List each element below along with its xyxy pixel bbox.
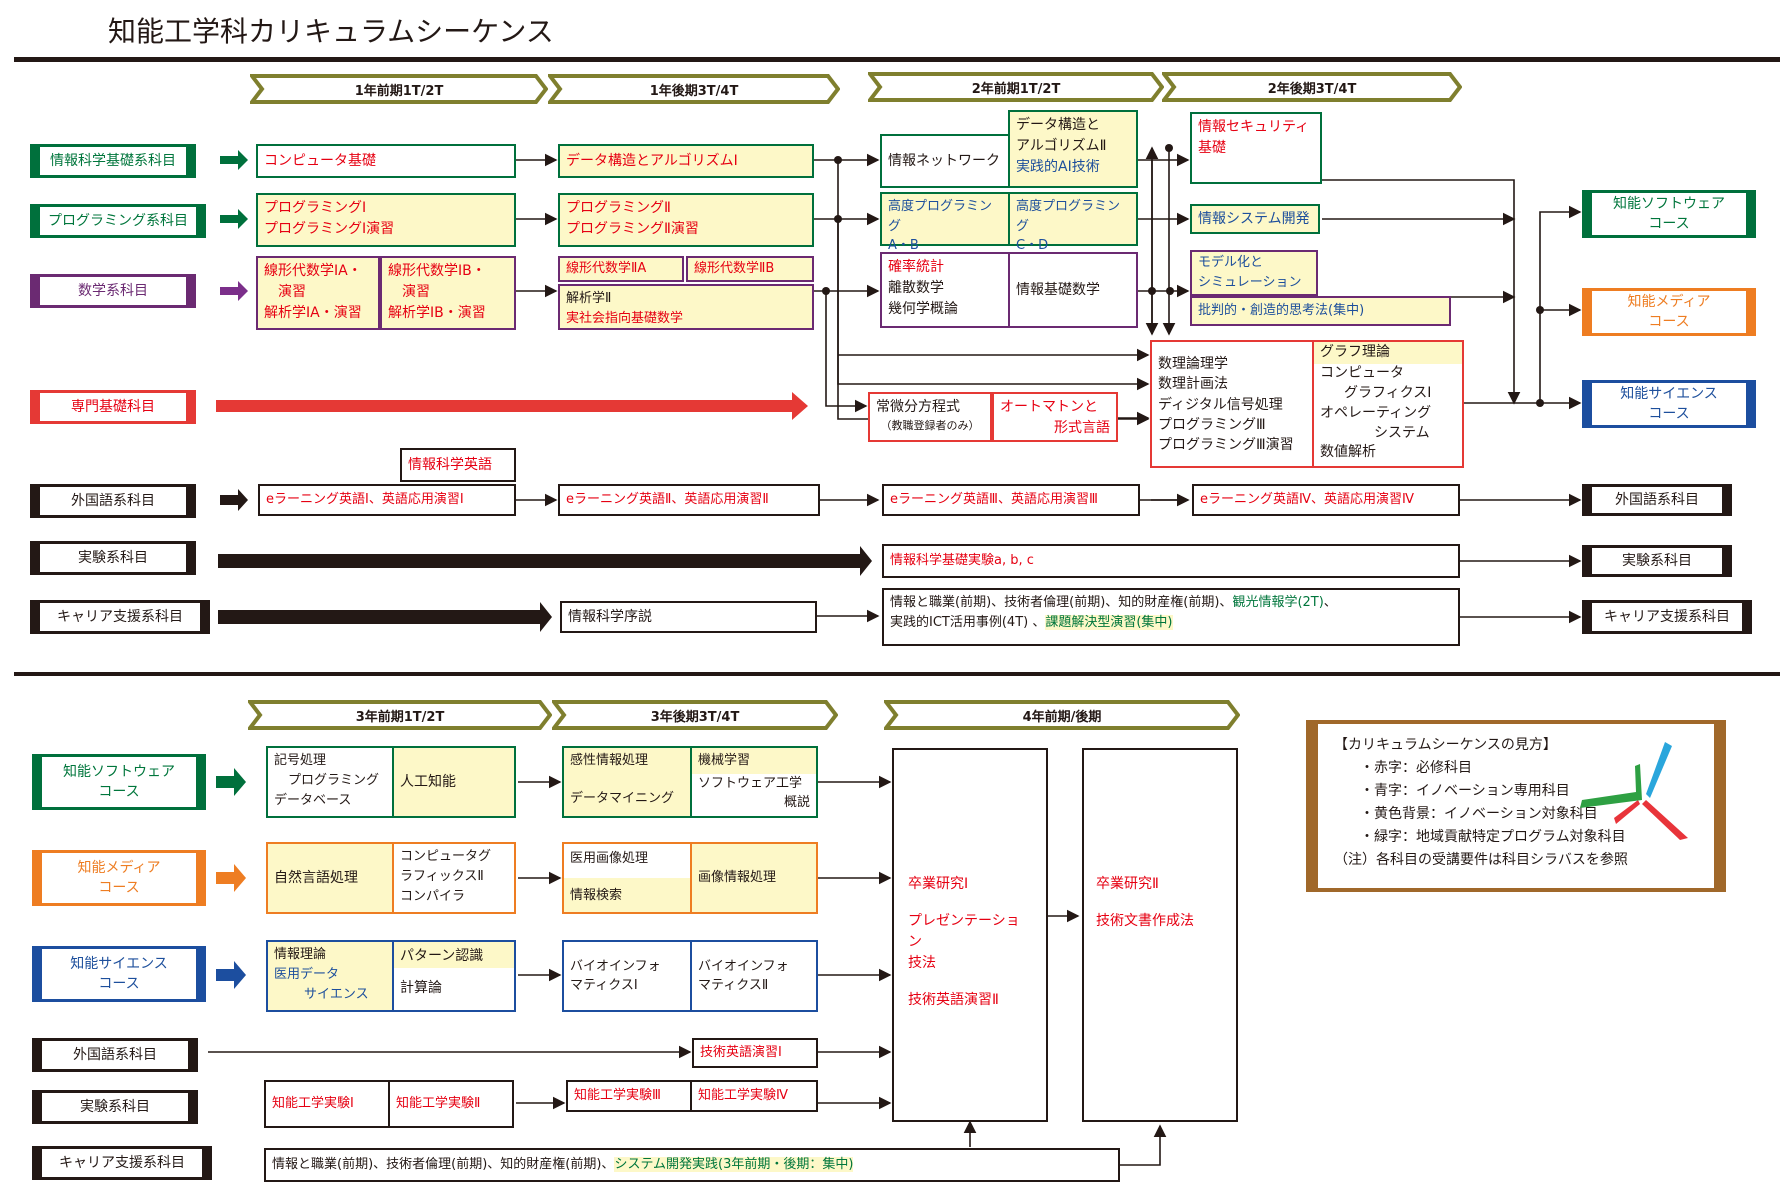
period-chevron: 2年前期1T/2T [868,72,1164,102]
course-ode[interactable]: 常微分方程式 （教職登録者のみ） [868,392,992,442]
legend-item: ・赤字：必修科目 [1360,760,1472,777]
category-foreign-lang: 外国語系科目 [30,484,196,518]
period-chevron: 3年前期1T/2T [248,700,552,730]
legend-panel: 【カリキュラムシーケンスの見方】 ・赤字：必修科目 ・青字：イノベーション専用科… [1306,720,1726,892]
period-chevron: 3年後期3T/4T [552,700,838,730]
category-experiment: 実験系科目 [30,541,196,575]
arrow [1118,1124,1167,1166]
period-chevron: 1年後期3T/4T [548,74,840,104]
course-info-theory[interactable]: 情報理論 医用データ サイエンス [266,940,394,1012]
course-cg2-compiler[interactable]: コンピュータグ ラフィックスⅡ コンパイラ [392,842,516,914]
course-category-science: 知能サイエンスコース [32,946,206,1002]
course-linear-algebra-1b[interactable]: 線形代数学ⅠB・ 演習 解析学ⅠB・演習 [380,256,516,330]
divider-middle [14,672,1780,676]
course-bioinformatics-2[interactable]: バイオインフォ マティクスⅡ [690,940,818,1012]
divider-top [14,57,1780,62]
course-math-2f[interactable]: 確率統計 離散数学 幾何学概論 [880,252,1010,328]
course-career-3[interactable]: 情報と職業(前期)、技術者倫理(前期)、知的財産権(前期)、システム開発実践(3… [264,1148,1120,1182]
course-linear-algebra-1a[interactable]: 線形代数学ⅠA・ 演習 解析学ⅠA・演習 [256,256,380,330]
course-kansei-datamining[interactable]: 感性情報処理 データマイニング [562,746,692,818]
course-elearning-4[interactable]: eラーニング英語Ⅳ、英語応用演習Ⅳ [1192,484,1460,516]
period-chevron: 4年前期/後期 [884,700,1240,730]
course-category-media: 知能メディアコース [32,850,206,906]
course-elearning-3[interactable]: eラーニング英語Ⅲ、英語応用演習Ⅲ [882,484,1140,516]
category-specialty-basic: 専門基礎科目 [30,390,196,424]
category-math: 数学系科目 [30,274,196,308]
course-pattern-computation[interactable]: パターン認識 計算論 [392,940,516,1012]
course-analysis-2[interactable]: 解析学Ⅱ 実社会指向基礎数学 [558,284,814,330]
course-info-math[interactable]: 情報基礎数学 [1008,252,1138,328]
category-programming: プログラミング系科目 [30,204,206,238]
logo-icon [1580,742,1688,840]
course-programming-1[interactable]: プログラミングⅠ プログラミングⅠ演習 [256,193,516,247]
course-tech-english-1[interactable]: 技術英語演習Ⅰ [692,1038,818,1068]
legend-item: ・青字：イノベーション専用科目 [1360,783,1570,800]
course-ai[interactable]: 人工知能 [392,746,516,818]
category-info-basic: 情報科学基礎系科目 [30,144,196,178]
page-title: 知能工学科カリキュラムシーケンス [108,15,554,48]
output-science-course: 知能サイエンスコース [1582,380,1756,428]
category-arrow [220,281,248,301]
course-basic-experiment[interactable]: 情報科学基礎実験a, b, c [882,544,1460,578]
course-image-processing[interactable]: 画像情報処理 [690,842,818,914]
category-arrow [216,864,246,892]
course-computer-basics[interactable]: コンピュータ基礎 [256,144,516,178]
legend-item: ・黄色背景：イノベーション対象科目 [1360,806,1598,823]
category-foreign-lang-bottom: 外国語系科目 [32,1038,198,1072]
category-arrow [220,489,248,511]
course-ds-algo-1[interactable]: データ構造とアルゴリズムⅠ [558,144,814,178]
period-chevron: 1年前期1T/2T [250,74,548,104]
course-exp-1[interactable]: 知能工学実験Ⅰ [264,1080,390,1128]
course-med-image-ir[interactable]: 医用画像処理 情報検索 [562,842,692,914]
course-elearning-2[interactable]: eラーニング英語Ⅱ、英語応用演習Ⅱ [558,484,820,516]
course-adv-prog-ab[interactable]: 高度プログラミング A・B [880,192,1010,253]
course-exp-3[interactable]: 知能工学実験Ⅲ [566,1080,692,1112]
course-info-system-dev[interactable]: 情報システム開発 [1190,204,1320,234]
output-experiment: 実験系科目 [1582,545,1732,577]
course-elearning-1[interactable]: eラーニング英語Ⅰ、英語応用演習Ⅰ [258,484,516,516]
arrow [825,291,868,413]
course-info-network[interactable]: 情報ネットワーク [880,134,1010,188]
course-career-2[interactable]: 情報と職業(前期)、技術者倫理(前期)、知的財産権(前期)、観光情報学(2T)、… [882,588,1460,646]
category-career: キャリア支援系科目 [30,600,210,634]
course-automata[interactable]: オートマトンと 形式言語 [992,392,1118,442]
course-nlp[interactable]: 自然言語処理 [266,842,394,914]
course-programming-2[interactable]: プログラミングⅡ プログラミングⅡ演習 [558,193,814,247]
course-adv-prog-cd[interactable]: 高度プログラミング C・D [1008,192,1138,253]
output-foreign-lang: 外国語系科目 [1582,484,1732,516]
category-arrow [216,392,808,420]
period-chevron: 2年後期3T/4T [1162,72,1462,102]
course-exp-4[interactable]: 知能工学実験Ⅳ [690,1080,818,1112]
course-info-english[interactable]: 情報科学英語 [400,448,516,482]
output-media-course: 知能メディアコース [1582,288,1756,336]
category-arrow [218,602,552,632]
course-group-2b-left[interactable]: 数理論理学 数理計画法 ディジタル信号処理 プログラミングⅢ プログラミングⅢ演… [1150,340,1314,468]
course-intro-info-science[interactable]: 情報科学序説 [560,601,817,633]
course-symbolic-db[interactable]: 記号処理 プログラミング データベース [266,746,394,818]
course-bioinformatics-1[interactable]: バイオインフォ マティクスⅠ [562,940,692,1012]
course-ml-se[interactable]: 機械学習 ソフトウェア工学 概説 [690,746,818,818]
course-critical-thinking[interactable]: 批判的・創造的思考法(集中) [1190,296,1451,326]
output-career: キャリア支援系科目 [1582,600,1752,634]
arrow [1539,205,1582,403]
course-category-software: 知能ソフトウェアコース [32,754,206,810]
output-software-course: 知能ソフトウェアコース [1582,190,1756,238]
category-arrow [220,209,248,229]
category-arrow [218,546,872,576]
category-career-bottom: キャリア支援系科目 [32,1146,212,1180]
category-arrow [220,150,248,170]
course-thesis-2[interactable]: 卒業研究Ⅱ 技術文書作成法 [1082,748,1238,1122]
course-exp-2[interactable]: 知能工学実験Ⅱ [388,1080,514,1128]
course-info-security[interactable]: 情報セキュリティ 基礎 [1190,112,1322,184]
course-thesis-1[interactable]: 卒業研究Ⅰ プレゼンテーション 技法 技術英語演習Ⅱ [892,748,1048,1122]
course-linear-algebra-2a[interactable]: 線形代数学ⅡA [558,256,684,282]
course-group-2b-right[interactable]: グラフ理論 コンピュータ グラフィクスⅠ オペレーティング システム 数値解析 [1312,340,1464,468]
course-linear-algebra-2b[interactable]: 線形代数学ⅡB [686,256,814,282]
category-arrow [216,768,246,796]
legend-item: ・緑字：地域貢献特定プログラム対象科目 [1360,829,1626,846]
course-ds-algo-2[interactable]: データ構造と アルゴリズムⅡ 実践的AI技術 [1008,110,1138,188]
category-arrow [216,961,246,989]
category-experiment-bottom: 実験系科目 [32,1090,198,1124]
course-modeling[interactable]: モデル化と シミュレーション [1190,250,1318,296]
